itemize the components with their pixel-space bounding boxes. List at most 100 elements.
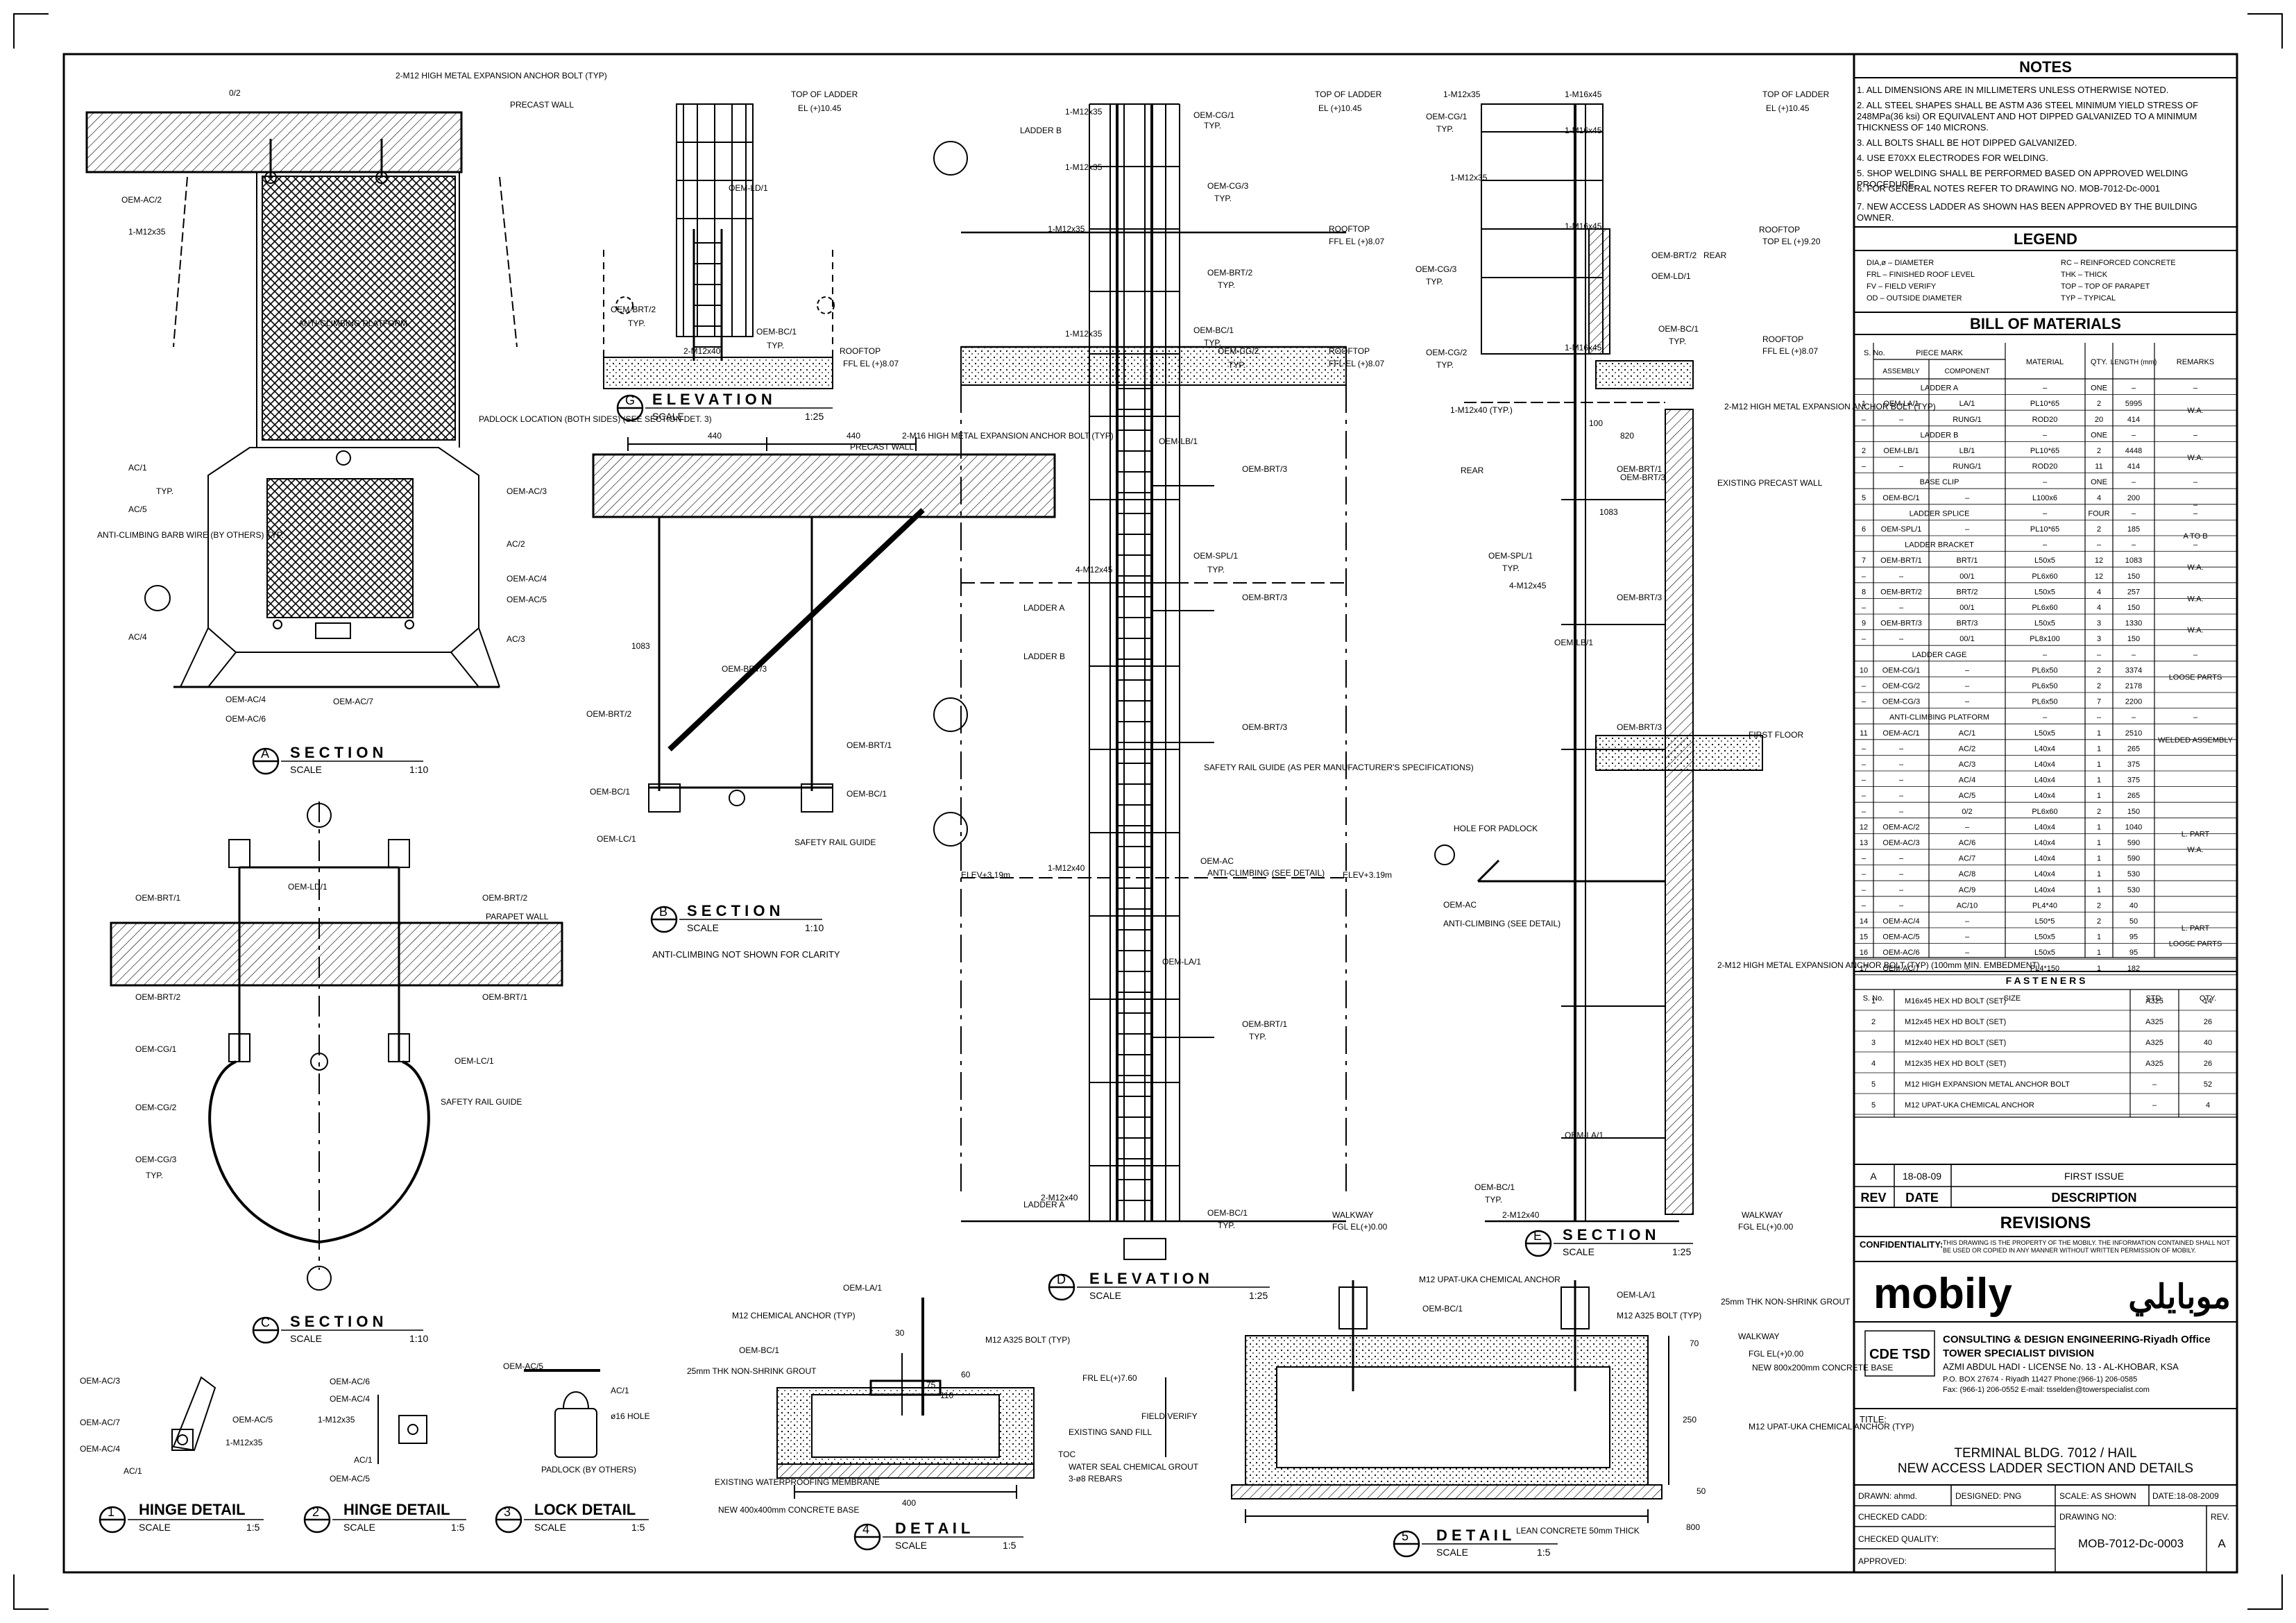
fastener-cell: 26 (2204, 1060, 2212, 1068)
view-title-bubbles (99, 394, 1693, 1558)
fastener-cell: 26 (2204, 1018, 2212, 1026)
bom-cell: – (1965, 965, 1970, 973)
callout-label: 1-M16x45 (1565, 90, 1602, 99)
bom-cell: – (1862, 776, 1866, 785)
bom-cell: BRT/3 (1957, 620, 1978, 628)
bom-cell: PL6x50 (2032, 682, 2057, 690)
fastener-cell: 5 (1871, 1101, 1876, 1110)
bom-cell: 590 (2127, 839, 2140, 847)
bom-cell: OEM-BRT/2 (1880, 588, 1922, 596)
bom-cell: 530 (2127, 870, 2140, 878)
bom-cell: 7 (2097, 698, 2101, 706)
bom-cell: W.A. (2187, 454, 2203, 462)
callout-label: TYP. (1228, 360, 1245, 370)
designed-by: DESIGNED: PNG (1955, 1491, 2021, 1501)
bom-group-label: ANTI-CLIMBING PLATFORM (1889, 713, 1989, 722)
callout-label: REAR (1461, 466, 1484, 475)
callout-label: 60 (961, 1370, 971, 1379)
bom-header-qty: QTY. (2091, 358, 2107, 366)
callout-label: 50 (1697, 1486, 1706, 1496)
bom-cell: BRT/2 (1957, 588, 1978, 596)
fastener-cell: 4 (2206, 1101, 2210, 1110)
confidentiality-label: CONFIDENTIALITY: (1860, 1239, 1943, 1250)
bom-cell: 0/2 (1962, 808, 1972, 816)
callout-label: OEM-BRT/3 (1620, 473, 1665, 482)
bom-cell: PL6x60 (2032, 572, 2057, 581)
section-b-drawing (592, 437, 1056, 813)
bom-cell: 150 (2127, 808, 2140, 816)
section-e-scale: 1:25 (1672, 1246, 1691, 1257)
bom-cell: W.A. (2187, 846, 2203, 854)
detail-5-scale-label: SCALE (1436, 1547, 1468, 1558)
bom-cell: 40 (2129, 901, 2138, 910)
bom-cell: AC/4 (1959, 776, 1975, 785)
callout-label: FGL EL(+)0.00 (1332, 1222, 1388, 1232)
callout-label: LEAN CONCRETE 50mm THICK (1516, 1526, 1640, 1536)
bom-cell: 95 (2129, 933, 2138, 942)
fastener-cell: – (2152, 1101, 2157, 1110)
bom-cell: OEM-LA/1 (1883, 400, 1919, 408)
elevation-g-title: E L E V A T I O N (652, 391, 772, 408)
bom-cell: OEM-CG/2 (1882, 682, 1920, 690)
section-b-title: S E C T I O N (687, 902, 780, 919)
fastener-cell: M12 HIGH EXPANSION METAL ANCHOR BOLT (1905, 1080, 2070, 1089)
callout-label: 2-M12x40 (1502, 1210, 1540, 1220)
callout-label: 800 (1686, 1522, 1700, 1532)
callout-label: 1-M16x45 (1565, 221, 1602, 231)
callout-label: OEM-BC/1 (1207, 1208, 1248, 1218)
fastener-cell: 52 (2204, 1080, 2212, 1089)
section-b-scale-label: SCALE (687, 922, 719, 933)
bom-cell: 1 (2097, 949, 2101, 957)
bom-cell: AC/5 (1959, 792, 1975, 800)
bom-cell: WELDED ASSEMBLY (2158, 736, 2234, 745)
callout-label: OEM-BC/1 (1193, 325, 1234, 335)
callout-label: 440 (847, 431, 860, 441)
detail-1-title: HINGE DETAIL (139, 1501, 246, 1518)
bom-cell: LB/1 (1959, 447, 1975, 455)
elevation-g-scale: 1:25 (805, 411, 824, 422)
bom-cell: PL4*40 (2032, 901, 2057, 910)
bom-cell: L40x4 (2034, 823, 2055, 831)
bom-cell: – (1862, 901, 1866, 910)
drawing-number: MOB-7012-Dc-0003 (2078, 1537, 2184, 1550)
bom-cell: – (1862, 792, 1866, 800)
bom-cell: AC/9 (1959, 886, 1975, 894)
callout-label: OEM-LB/1 (1554, 638, 1593, 647)
callout-label: ROOFTOP (1762, 334, 1803, 344)
bom-cell: 1 (2097, 839, 2101, 847)
callout-label: OEM-LA/1 (843, 1283, 882, 1293)
bom-cell: – (1862, 745, 1866, 753)
bom-cell: – (2132, 478, 2136, 486)
callout-label: OEM-BRT/3 (722, 664, 767, 674)
detail-4-number: 4 (862, 1522, 869, 1536)
bom-cell: L50x5 (2034, 588, 2055, 596)
mobily-logo-arabic: موبايلي (2128, 1279, 2231, 1317)
callout-label: 400 (902, 1498, 916, 1508)
callout-label: WALKWAY (1738, 1332, 1780, 1341)
bom-cell: 00/1 (1959, 635, 1974, 643)
callout-label: OEM-SPL/1 (1488, 551, 1533, 561)
bom-cell: – (2043, 384, 2048, 393)
bom-cell: OEM-AC/7 (1882, 965, 1919, 973)
bom-cell: LOOSE PARTS (2169, 673, 2222, 681)
section-c-title: S E C T I O N (290, 1313, 383, 1330)
bom-cell: 200 (2127, 494, 2140, 502)
callout-label: LADDER A (1023, 1200, 1064, 1209)
drawing-title-line1: TERMINAL BLDG. 7012 / HAIL (1954, 1446, 2136, 1461)
bom-cell: 1 (2097, 933, 2101, 942)
callout-label: OEM-LC/1 (597, 834, 636, 844)
legend-item: TOP – TOP OF PARAPET (2061, 282, 2150, 291)
detail-2-scale: 1:5 (451, 1522, 465, 1533)
callout-label: OEM-BC/1 (1422, 1304, 1463, 1314)
callout-label: OEM-BC/1 (756, 327, 797, 337)
bom-header-remarks: REMARKS (2177, 358, 2214, 366)
callout-label: LADDER B (1023, 652, 1065, 661)
bom-cell: – (1862, 870, 1866, 878)
bom-cell: 00/1 (1959, 572, 1974, 581)
callout-label: ANTI-CLIMBING PLATFORM (298, 318, 407, 328)
callout-label: AC/5 (128, 504, 147, 514)
callout-label: FRL EL(+)7.60 (1082, 1373, 1137, 1383)
callout-label: M12 A325 BOLT (TYP) (1617, 1311, 1701, 1320)
bom-cell: 1040 (2125, 823, 2142, 831)
